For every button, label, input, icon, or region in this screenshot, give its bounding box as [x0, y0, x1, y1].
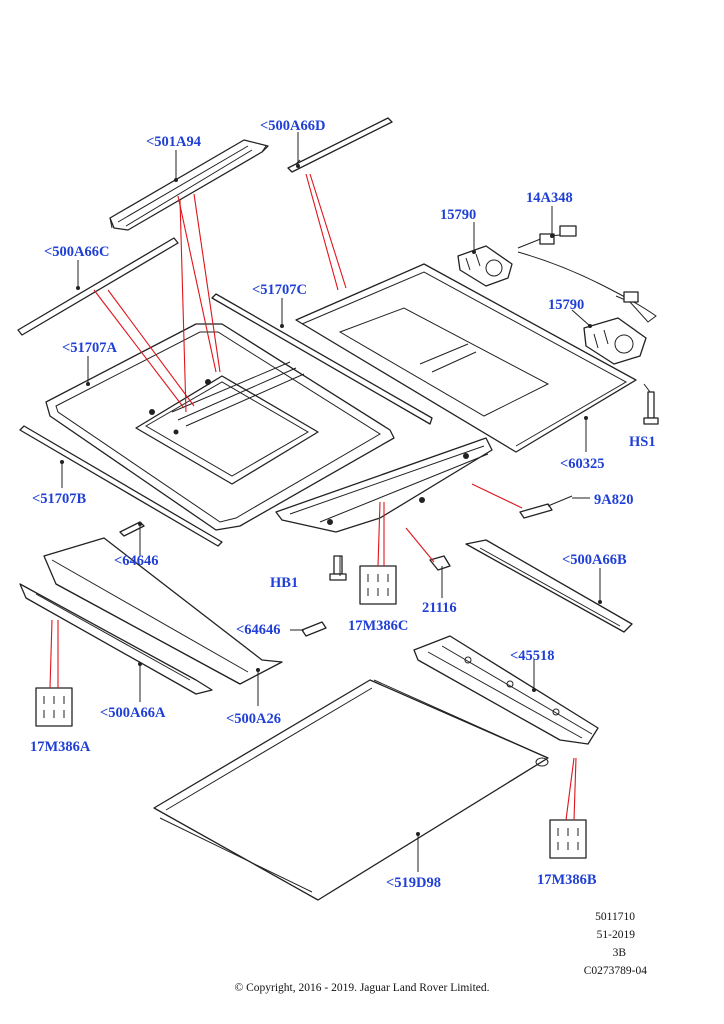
copyright-notice: © Copyright, 2016 - 2019. Jaguar Land Ro…: [234, 982, 490, 994]
part-HB1-bolt: [329, 555, 347, 581]
part-500A66A-trim: [19, 583, 213, 695]
label-51707A[interactable]: <51707A: [62, 340, 117, 356]
label-HB1[interactable]: HB1: [270, 575, 299, 591]
drawing-date: 51-2019: [596, 929, 635, 941]
label-9A820[interactable]: 9A820: [594, 492, 634, 508]
label-519D98[interactable]: <519D98: [386, 875, 441, 891]
label-501A94[interactable]: <501A94: [146, 134, 201, 150]
part-64646-clip-b: [301, 621, 327, 637]
part-60325-glass-panel: [295, 263, 637, 453]
label-15790-a[interactable]: 15790: [440, 207, 477, 223]
part-9A820-sensor: [519, 495, 573, 519]
leader-lines: [49, 173, 577, 821]
part-51707B-seal-strip: [19, 425, 223, 547]
label-leader-ticks: [60, 132, 651, 872]
part-17M386B-screw-pack: [549, 819, 587, 859]
label-HS1[interactable]: HS1: [629, 434, 656, 450]
label-17M386B[interactable]: 17M386B: [537, 872, 597, 888]
part-45518-guide-rail: [413, 635, 599, 745]
label-500A66C[interactable]: <500A66C: [44, 244, 110, 260]
label-51707B[interactable]: <51707B: [32, 491, 87, 507]
label-51707C[interactable]: <51707C: [252, 282, 307, 298]
part-500A66C-trim-strip: [17, 237, 179, 336]
drawing-reference: C0273789-04: [583, 965, 647, 977]
label-17M386A[interactable]: 17M386A: [30, 739, 91, 755]
label-64646-b[interactable]: <64646: [236, 622, 281, 638]
part-500A66B-trim-strip: [465, 539, 633, 633]
label-500A26[interactable]: <500A26: [226, 711, 281, 727]
label-500A66D[interactable]: <500A66D: [260, 118, 326, 134]
part-501A94-deflector-bracket: [109, 139, 269, 231]
drawing-revision: 3B: [612, 947, 626, 959]
part-14A348-wiring-harness: [517, 225, 657, 323]
part-17M386C-screw-pack: [359, 565, 397, 605]
label-14A348[interactable]: 14A348: [526, 190, 573, 206]
part-HS1-screw: [643, 391, 659, 425]
part-15790-motor-b: [583, 317, 647, 365]
part-15790-motor-a: [457, 245, 513, 287]
label-15790-b[interactable]: 15790: [548, 297, 585, 313]
part-64646-clip-a: [119, 521, 145, 537]
label-21116[interactable]: 21116: [422, 600, 457, 616]
part-51707A-roof-frame: [45, 323, 395, 531]
part-519D98-roller-blind: [153, 679, 549, 901]
label-45518[interactable]: <45518: [510, 648, 555, 664]
drawing-code: 5011710: [595, 911, 635, 923]
label-17M386C[interactable]: 17M386C: [348, 618, 409, 634]
label-64646-a[interactable]: <64646: [114, 553, 159, 569]
part-51707C-seal: [211, 293, 433, 425]
part-500A26-front-header: [43, 537, 283, 685]
part-21116-clip: [429, 555, 451, 571]
label-500A66B[interactable]: <500A66B: [562, 552, 627, 568]
label-500A66A[interactable]: <500A66A: [100, 705, 166, 721]
label-60325[interactable]: <60325: [560, 456, 605, 472]
part-17M386A-screw-pack: [35, 687, 73, 727]
